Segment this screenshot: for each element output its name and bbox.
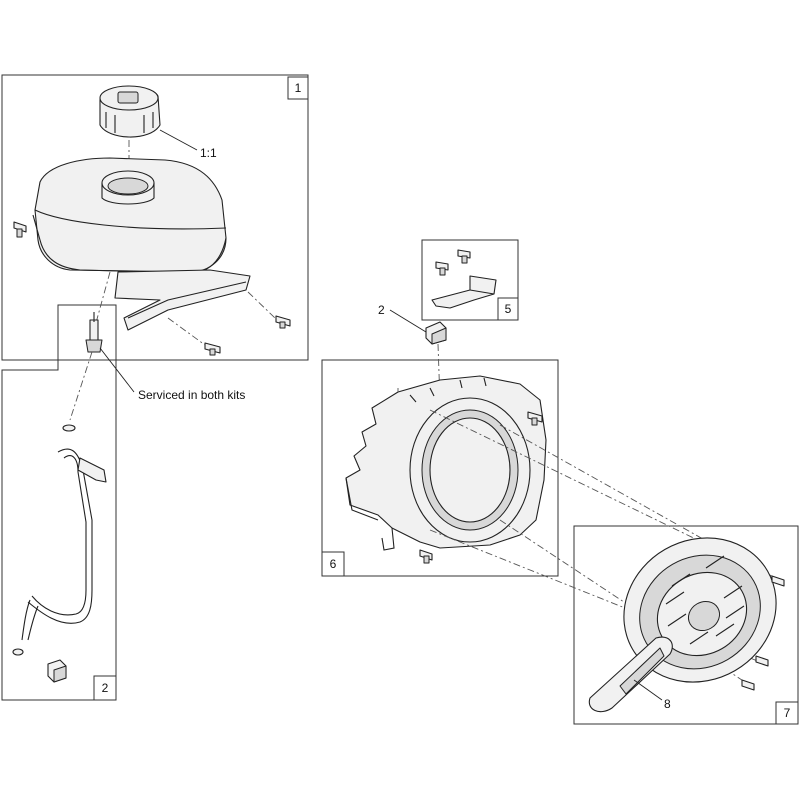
bracket-bolt-right bbox=[275, 315, 291, 329]
kit-5-number: 5 bbox=[497, 297, 519, 321]
starter-handle bbox=[588, 636, 673, 713]
fuel-cap bbox=[99, 85, 161, 138]
starter-bolt-1 bbox=[771, 575, 785, 587]
kit-1-number: 1 bbox=[287, 76, 309, 100]
tank-bracket bbox=[114, 269, 251, 331]
clip-callout: 2 bbox=[378, 303, 385, 317]
svg-text:7: 7 bbox=[784, 706, 791, 720]
housing-bolt-bottom bbox=[419, 549, 433, 564]
fuel-valve bbox=[85, 312, 103, 353]
fuel-tank bbox=[32, 157, 227, 274]
housing-bolt-top bbox=[527, 411, 543, 426]
kit-2-number: 2 bbox=[93, 675, 117, 701]
fuel-line-clip bbox=[47, 659, 67, 683]
cap-callout: 1:1 bbox=[200, 146, 217, 160]
kit-6-frame bbox=[321, 359, 559, 577]
kit-7-number: 7 bbox=[775, 701, 799, 725]
bracket-bolt-lower bbox=[204, 342, 221, 356]
handle-callout: 8 bbox=[664, 697, 671, 711]
serviced-note: Serviced in both kits bbox=[138, 388, 245, 402]
svg-text:6: 6 bbox=[330, 557, 337, 571]
hose-clamp-upper bbox=[62, 424, 76, 432]
kit-6-number: 6 bbox=[321, 551, 345, 577]
kit5-bolt-left bbox=[435, 261, 449, 276]
kit-5-frame bbox=[421, 239, 519, 321]
starter-bolt-3 bbox=[741, 679, 755, 691]
kit5-bolt-right bbox=[457, 249, 471, 264]
clip-leader bbox=[389, 309, 427, 333]
svg-text:2: 2 bbox=[102, 681, 109, 695]
kit-7-frame bbox=[573, 525, 799, 725]
kit-2-frame bbox=[1, 304, 117, 701]
starter-bolt-2 bbox=[755, 655, 769, 667]
tank-bolt-left bbox=[13, 221, 27, 238]
kit5-bracket bbox=[431, 275, 497, 309]
hose-clamp-lower bbox=[12, 648, 24, 656]
handle-leader bbox=[633, 679, 663, 701]
svg-text:5: 5 bbox=[505, 302, 512, 316]
wire-clip bbox=[425, 321, 447, 345]
cap-leader bbox=[159, 129, 198, 151]
blower-housing bbox=[345, 375, 547, 551]
svg-text:1: 1 bbox=[295, 81, 302, 95]
fuel-hose bbox=[21, 448, 107, 641]
valve-leader bbox=[99, 347, 135, 393]
kit-1-frame bbox=[1, 74, 309, 361]
